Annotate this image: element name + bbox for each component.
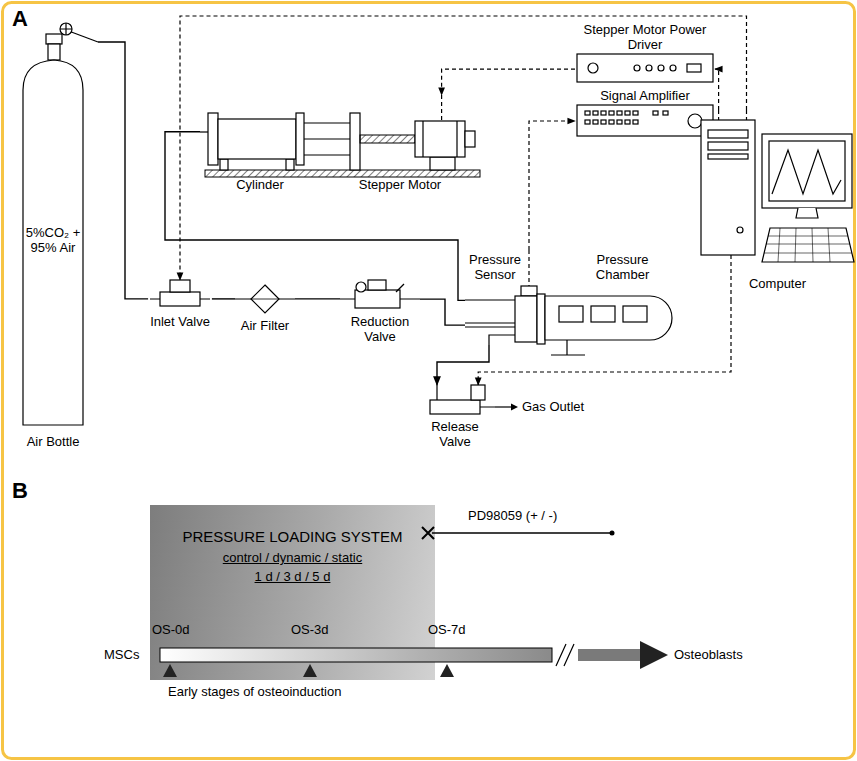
stage-label: OS-7d [428,622,466,637]
air-filter: Air Filter [235,280,295,345]
panel-letter: B [12,478,28,503]
figure-frame [3,3,855,759]
cylinder: Cylinder [200,95,320,200]
break-mark [556,644,574,666]
node-label: Cylinder [236,177,284,192]
node-label: Inlet Valve [150,314,210,329]
pressure-chamber: Pressure Chamber [545,250,680,360]
node-label: PRESSURE LOADING SYSTEM [182,528,402,545]
stepper-motor: Stepper Motor [320,95,480,200]
stage-label: OS-0d [152,622,190,637]
signal-line [180,16,747,280]
signal-line [442,69,575,95]
node-label: Stepper Motor [359,177,441,192]
cell-label: MSCs [104,647,139,662]
air-filter-drawing [235,280,295,345]
panel-letter: A [12,6,28,31]
gas-line [420,299,465,325]
gas-line [212,298,235,299]
signal-line [715,69,719,110]
inlet-valve-drawing [150,280,210,345]
stage-caption: Early stages of osteoinduction [168,684,341,699]
cell-label: Osteoblasts [674,647,743,662]
inhibitor-line [432,532,610,534]
node-label: Reduction Valve [351,314,410,344]
node-label: Pressure Sensor [469,252,521,282]
amplifier-box: Signal Amplifier [575,88,715,138]
signal-line [529,121,575,250]
gas-bottle: 5%CO₂ + 95% AirAir Bottle [8,20,98,460]
node-text: control / dynamic / static [223,550,362,565]
node-label: Release Valve [431,419,479,449]
arrow-shaft [578,649,640,661]
node-label: Air Filter [241,318,289,333]
stage-label: OS-3d [291,622,329,637]
node-label: Stepper Motor Power Driver [584,22,707,52]
outlet-arrowhead [511,404,518,411]
reduction-valve: Reduction Valve [340,280,420,346]
driver-box: Stepper Motor Power Driver [575,22,715,84]
gas-line [437,345,489,385]
loading-system-panel: PRESSURE LOADING SYSTEM control / dynamic… [150,505,435,680]
pressure-sensor: Pressure Sensor [465,250,545,345]
stage-marker [440,664,454,677]
computer: Computer [700,110,855,300]
node-label: Computer [749,276,806,291]
gas-line [98,42,148,299]
inhibitor-label: PD98059 (+ / -) [468,508,557,523]
computer-drawing [700,110,855,300]
release-valve: Release Valve [415,385,495,451]
node-label: 5%CO₂ + 95% Air [26,225,81,255]
outlet-label: Gas Outlet [522,399,584,414]
node-text: 1 d / 3 d / 5 d [255,569,331,584]
gas-line [295,298,340,299]
node-label: Signal Amplifier [600,88,690,103]
arrow-head [640,641,668,669]
node-text: Air Bottle [27,434,80,449]
inlet-valve: Inlet Valve [148,280,212,345]
base-plate [205,170,480,177]
line-end-dot [610,531,615,536]
node-label: Pressure Chamber [596,252,649,282]
